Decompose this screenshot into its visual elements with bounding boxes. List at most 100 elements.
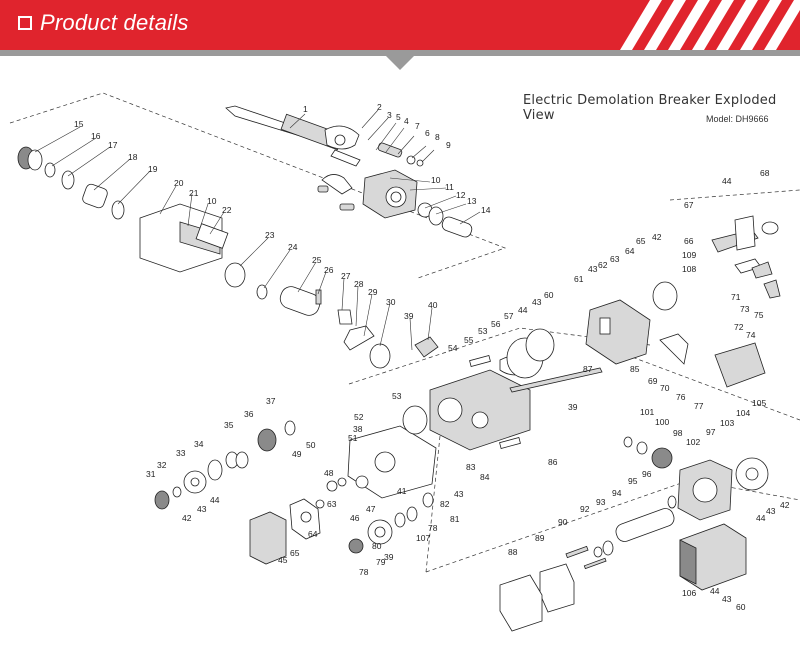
part-label: 11 [445, 182, 454, 192]
part-label: 23 [265, 230, 275, 240]
part-label: 95 [628, 476, 638, 486]
part-label: 42 [182, 513, 192, 523]
part-label: 44 [210, 495, 220, 505]
part-label: 66 [684, 236, 694, 246]
part-labels: 1 2 3 4 5 6 7 8 9 10 11 12 13 14 15 16 1… [74, 102, 790, 612]
part-label: 79 [376, 557, 386, 567]
part-label: 44 [518, 305, 528, 315]
part-label: 31 [146, 469, 156, 479]
part-label: 41 [397, 486, 407, 496]
part-label: 54 [448, 343, 458, 353]
part-label: 1 [303, 104, 308, 114]
part-label: 93 [596, 497, 606, 507]
part-label: 70 [660, 383, 670, 393]
diagram-heading: Electric Demolation Breaker Exploded Vie… [523, 93, 777, 123]
part-label: 84 [480, 472, 490, 482]
part-label: 47 [366, 504, 376, 514]
part-label: 77 [694, 401, 704, 411]
part-label: 33 [176, 448, 186, 458]
part-label: 88 [508, 547, 518, 557]
part-label: 43 [197, 504, 207, 514]
part-label: 20 [174, 178, 184, 188]
part-label: 108 [682, 264, 696, 274]
part-label: 55 [464, 335, 474, 345]
part-label: 100 [655, 417, 669, 427]
part-label: 35 [224, 420, 234, 430]
part-label: 107 [416, 533, 430, 543]
part-label: 65 [290, 548, 300, 558]
part-label: 83 [466, 462, 476, 472]
part-label: 76 [676, 392, 686, 402]
part-label: 64 [625, 246, 635, 256]
part-label: 85 [630, 364, 640, 374]
part-label: 45 [278, 555, 288, 565]
part-label: 43 [766, 506, 776, 516]
part-label: 40 [428, 300, 438, 310]
part-label: 104 [736, 408, 750, 418]
part-label: 43 [532, 297, 542, 307]
part-label: 90 [558, 517, 568, 527]
part-label: 44 [756, 513, 766, 523]
triangle-down-icon [386, 56, 414, 70]
part-label: 5 [396, 112, 401, 122]
part-label: 109 [682, 250, 696, 260]
part-label: 63 [610, 254, 620, 264]
part-label: 37 [266, 396, 276, 406]
part-label: 10 [207, 196, 217, 206]
part-label: 4 [404, 116, 409, 126]
part-label: 42 [780, 500, 790, 510]
part-label: 34 [194, 439, 204, 449]
part-label: 57 [504, 311, 514, 321]
header-banner: Product details [0, 0, 800, 50]
part-label: 2 [377, 102, 382, 112]
part-label: 78 [428, 523, 438, 533]
part-label: 56 [491, 319, 501, 329]
part-label: 86 [548, 457, 558, 467]
part-label: 46 [350, 513, 360, 523]
part-label: 102 [686, 437, 700, 447]
leader-lines [34, 109, 481, 351]
part-label: 87 [583, 364, 593, 374]
part-label: 52 [354, 412, 364, 422]
part-label: 38 [353, 424, 363, 434]
part-label: 75 [754, 310, 764, 320]
part-label: 92 [580, 504, 590, 514]
parts-motor [499, 436, 769, 632]
part-label: 43 [588, 264, 598, 274]
part-label: 14 [481, 205, 491, 215]
part-label: 80 [372, 541, 382, 551]
part-label: 49 [292, 449, 302, 459]
part-label: 97 [706, 427, 716, 437]
part-label: 13 [467, 196, 477, 206]
part-label: 43 [722, 594, 732, 604]
part-label: 30 [386, 297, 396, 307]
part-label: 106 [682, 588, 696, 598]
part-label: 68 [760, 168, 770, 178]
banner-title: Product details [40, 10, 189, 35]
part-label: 62 [598, 260, 608, 270]
part-label: 60 [736, 602, 746, 612]
part-label: 28 [354, 279, 364, 289]
part-label: 78 [359, 567, 369, 577]
square-outline-icon [18, 16, 32, 30]
part-label: 12 [456, 190, 466, 200]
part-label: 44 [710, 586, 720, 596]
part-label: 22 [222, 205, 232, 215]
part-label: 96 [642, 469, 652, 479]
part-label: 65 [636, 236, 646, 246]
part-label: 10 [431, 175, 441, 185]
header-divider [0, 50, 800, 56]
part-label: 27 [341, 271, 351, 281]
part-label: 43 [454, 489, 464, 499]
part-label: 82 [440, 499, 450, 509]
part-label: 44 [722, 176, 732, 186]
part-label: 64 [308, 529, 318, 539]
part-label: 94 [612, 488, 622, 498]
parts-upper [225, 105, 473, 238]
part-label: 16 [91, 131, 101, 141]
part-label: 3 [387, 110, 392, 120]
part-label: 73 [740, 304, 750, 314]
parts-rotor [17, 146, 439, 369]
part-label: 26 [324, 265, 334, 275]
part-label: 9 [446, 140, 451, 150]
